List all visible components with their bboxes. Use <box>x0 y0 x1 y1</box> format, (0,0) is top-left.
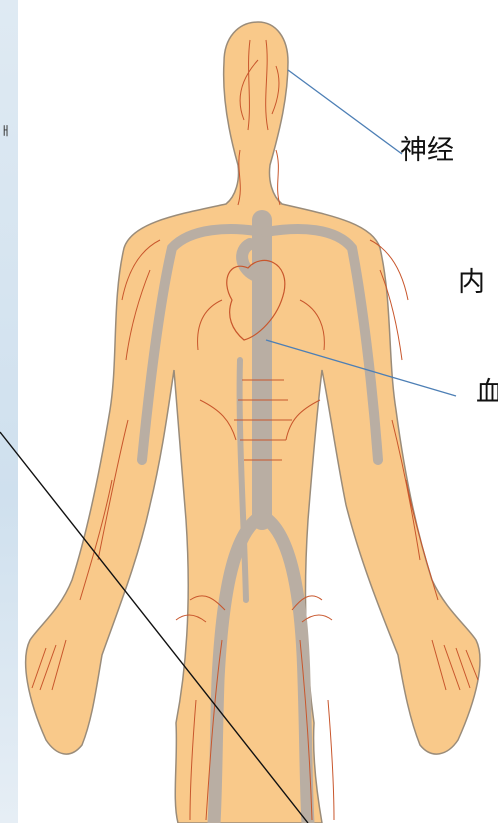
label-vessel: 血 <box>476 370 498 409</box>
label-organ: 内 <box>458 260 485 299</box>
nerve-pointer-line <box>288 70 402 154</box>
label-nerve: 神经 <box>400 128 454 167</box>
